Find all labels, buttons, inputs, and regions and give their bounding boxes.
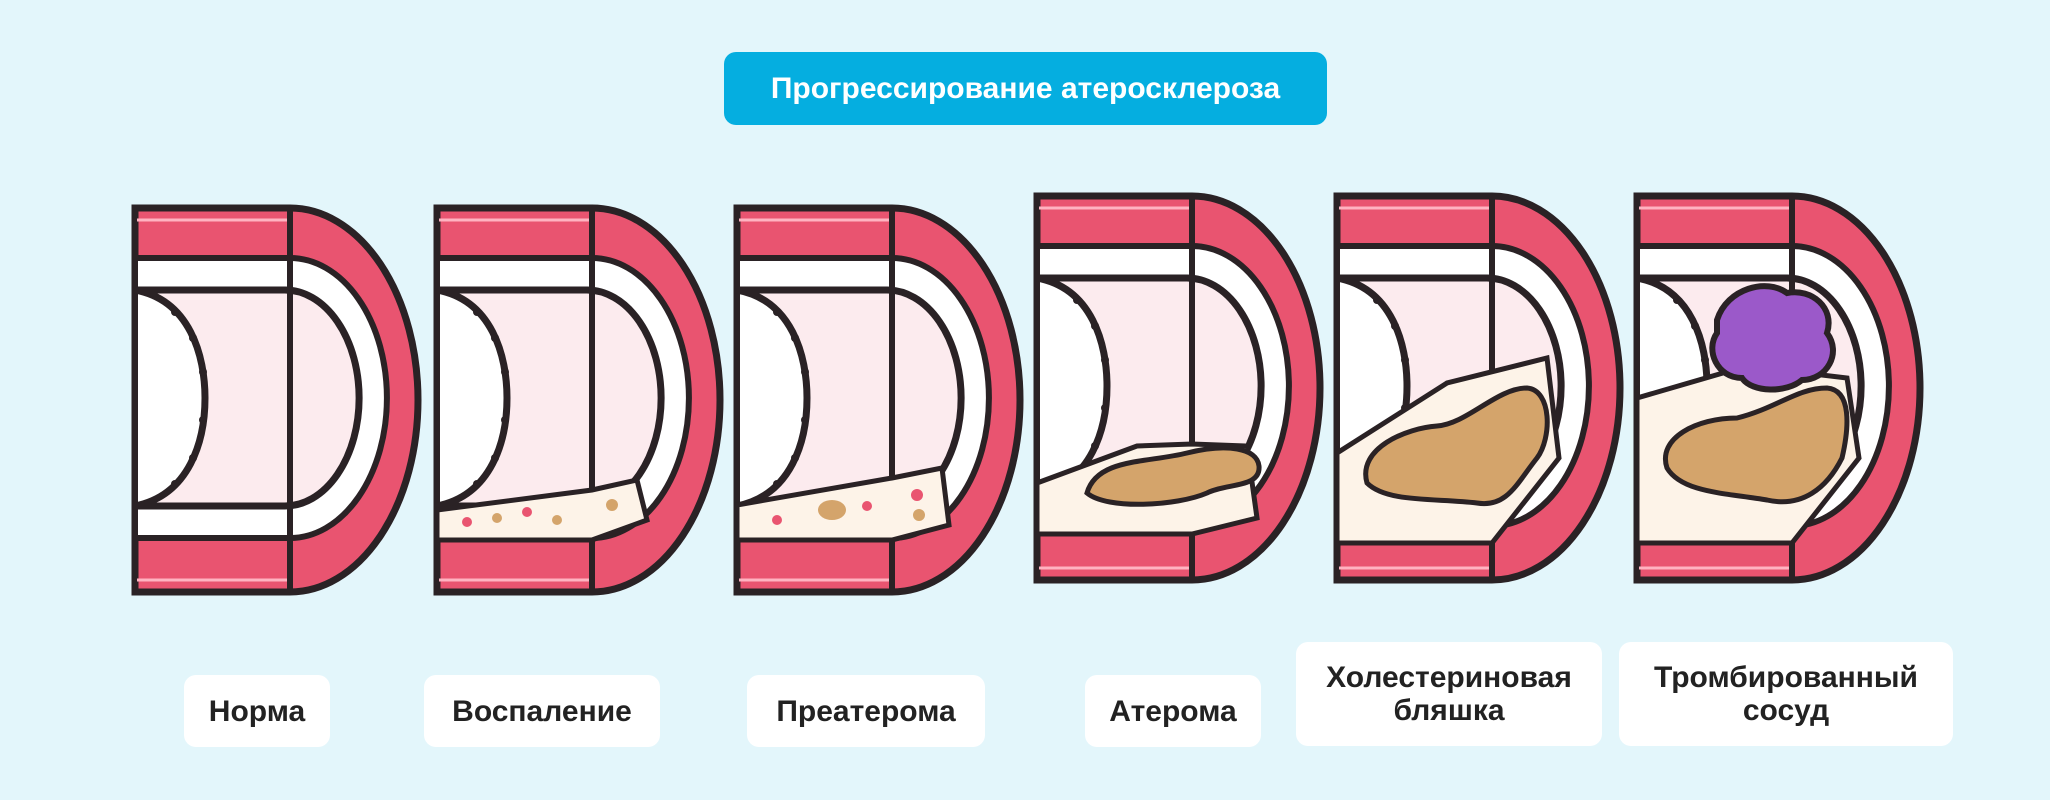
vessel-inflammation [437,208,720,592]
stage-label-atheroma: Атерома [1085,675,1261,747]
stage-label-norm: Норма [184,675,330,747]
stage-label-preatheroma: Преатерома [747,675,985,747]
vessel-cholesterol-plaque [1337,196,1620,580]
stage-label-cholesterol-plaque: Холестериновая бляшка [1296,642,1602,746]
stage-label-thrombosed-vessel: Тромбированный сосуд [1619,642,1953,746]
diagram-title: Прогрессирование атеросклероза [724,52,1327,125]
vessel-atheroma [1037,196,1320,580]
stage-label-inflammation: Воспаление [424,675,660,747]
vessel-norm [135,208,418,592]
vessel-thrombosed [1637,196,1920,580]
vessel-preatheroma [737,208,1020,592]
